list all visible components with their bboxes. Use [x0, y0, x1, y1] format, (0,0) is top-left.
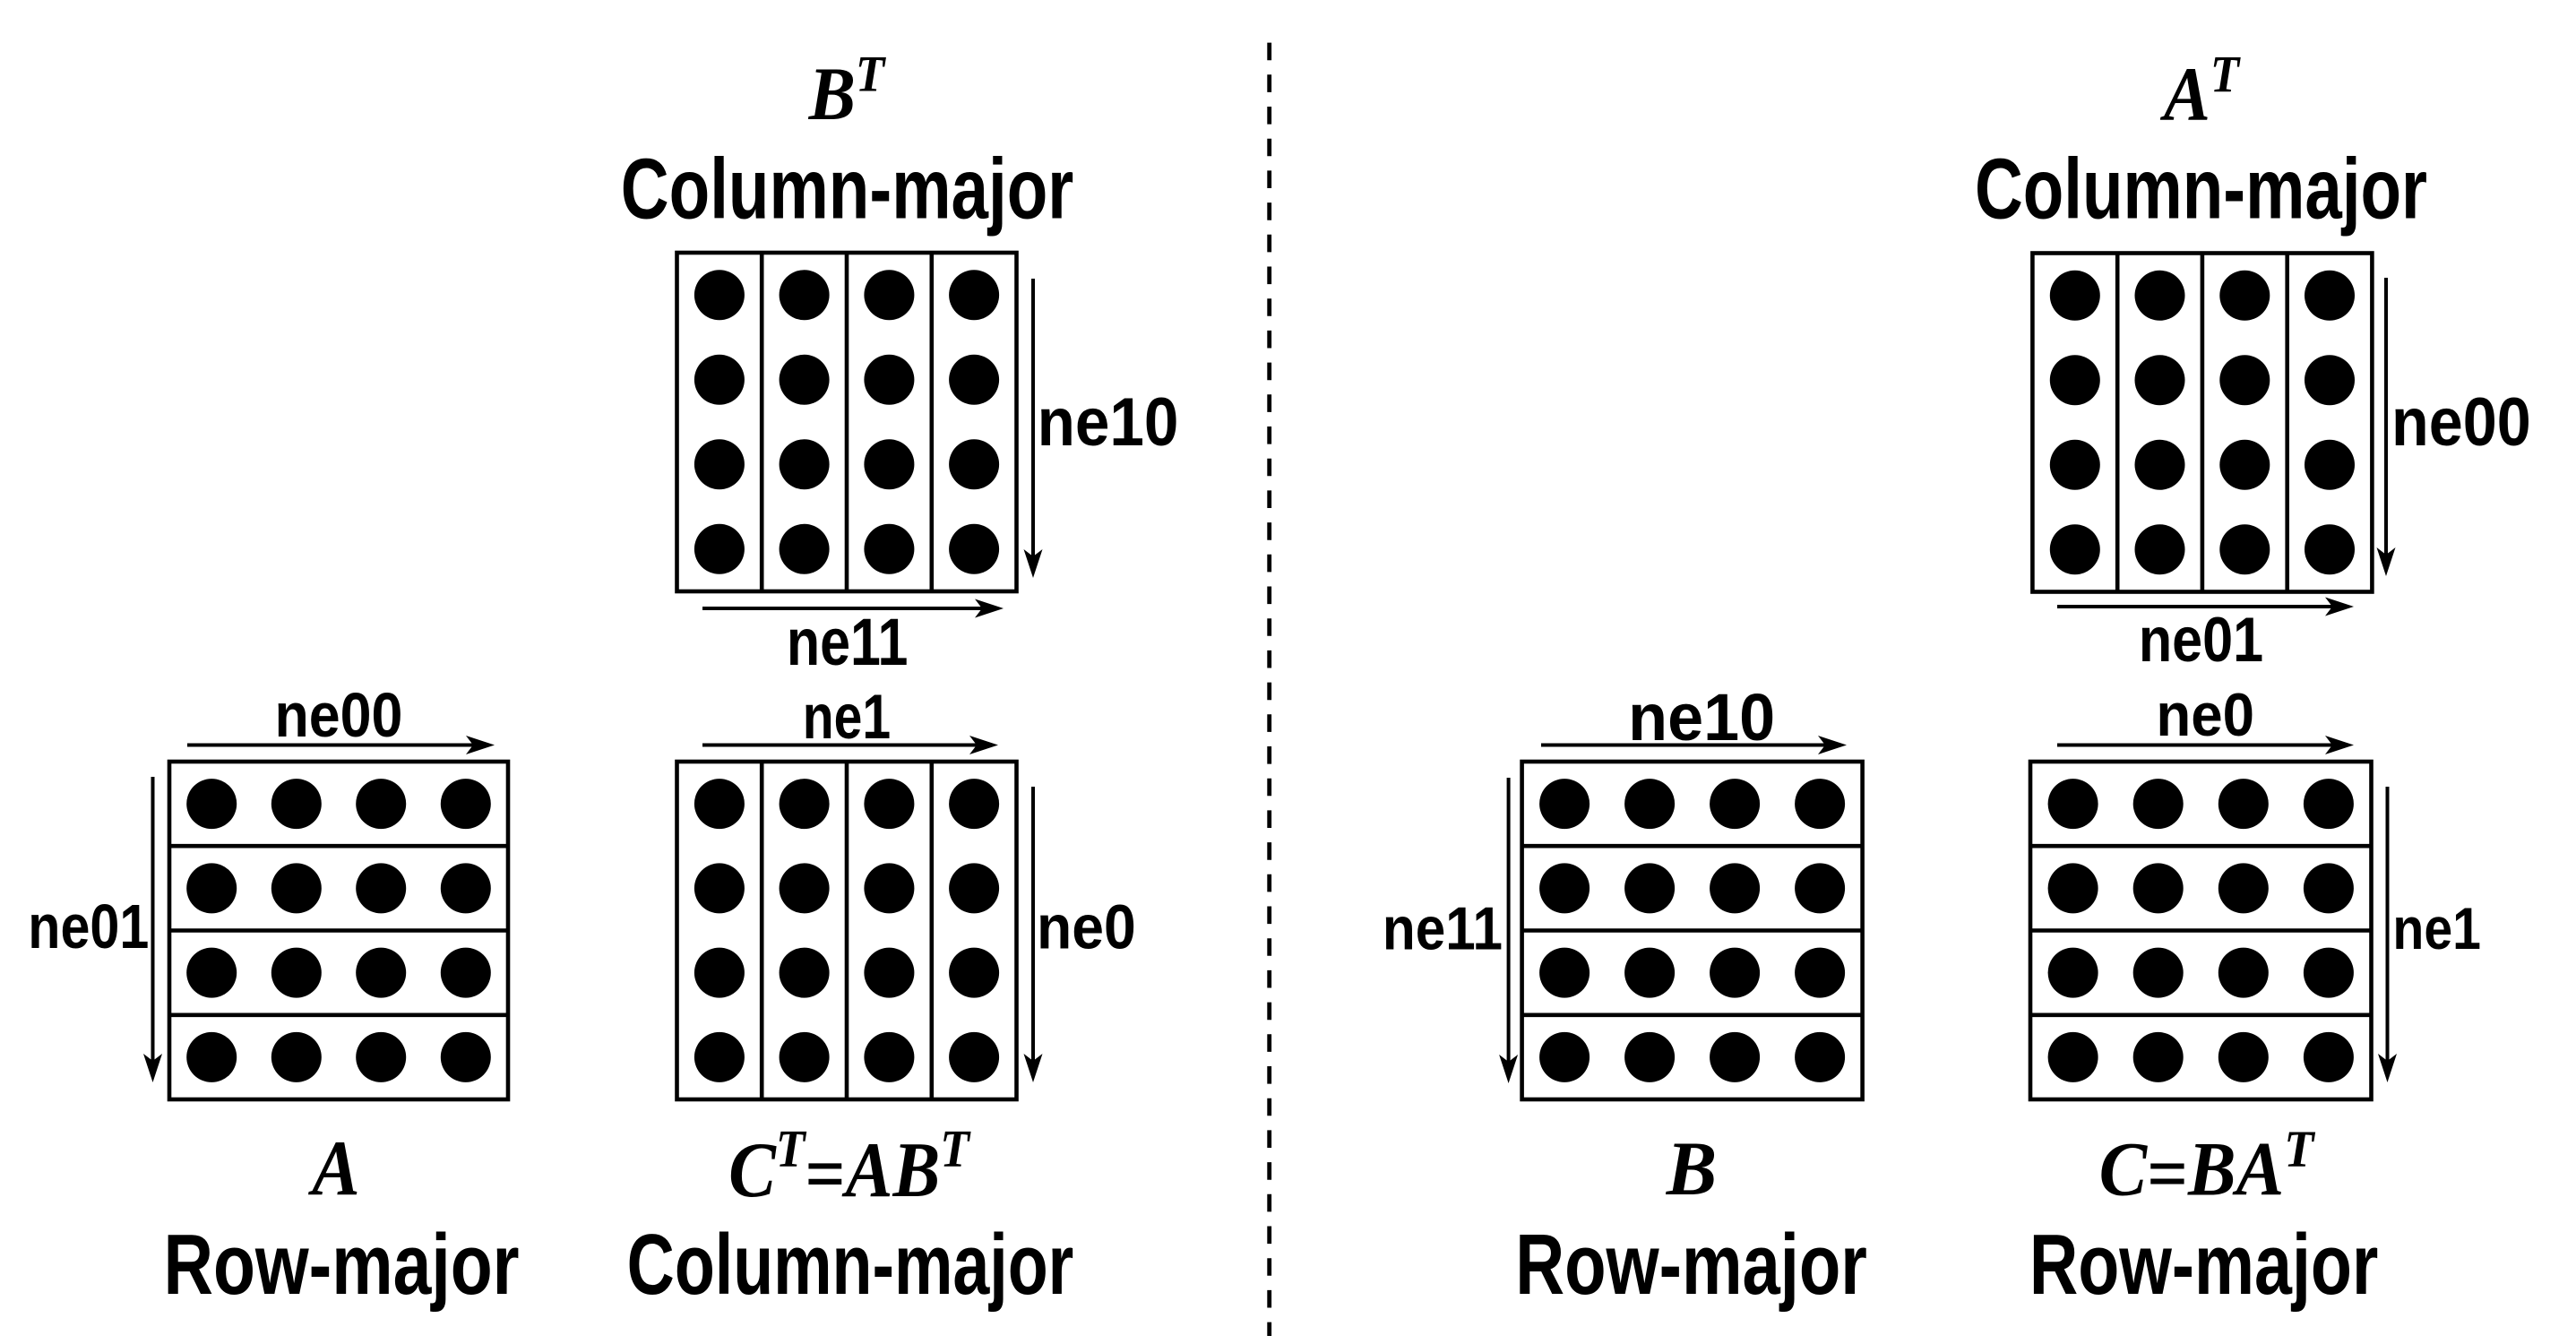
svg-text:Row-major: Row-major — [2029, 1218, 2378, 1314]
svg-text:B: B — [1666, 1127, 1717, 1212]
svg-text:Row-major: Row-major — [1515, 1218, 1867, 1313]
svg-text:C=​BAT​: C=​BAT​ — [2099, 1121, 2316, 1216]
svg-text:A: A — [307, 1125, 359, 1212]
svg-text:ne10: ne10 — [1038, 384, 1179, 461]
svg-text:ne01: ne01 — [2139, 604, 2263, 675]
svg-text:Column-major: Column-major — [1975, 142, 2427, 237]
svg-text:ne0: ne0 — [2156, 681, 2254, 748]
svg-text:ne11: ne11 — [1383, 895, 1503, 963]
svg-text:ne10: ne10 — [1628, 680, 1775, 754]
svg-text:ne1: ne1 — [2392, 896, 2481, 962]
svg-text:ne0: ne0 — [1037, 892, 1136, 962]
svg-text:Column-major: Column-major — [621, 142, 1074, 237]
svg-text:ne1: ne1 — [803, 681, 891, 752]
svg-text:ne00: ne00 — [274, 681, 402, 751]
svg-text:ne01: ne01 — [28, 891, 149, 961]
svg-text:ne00: ne00 — [2391, 384, 2531, 461]
svg-text:Row-major: Row-major — [163, 1217, 519, 1313]
svg-text:ne11: ne11 — [787, 605, 909, 679]
svg-text:BT​: BT​ — [808, 45, 887, 135]
svg-text:CT​=​ABT​: CT​=​ABT​ — [728, 1121, 971, 1219]
svg-text:Column-major: Column-major — [627, 1218, 1074, 1314]
svg-text:AT​: AT​ — [2159, 46, 2241, 137]
